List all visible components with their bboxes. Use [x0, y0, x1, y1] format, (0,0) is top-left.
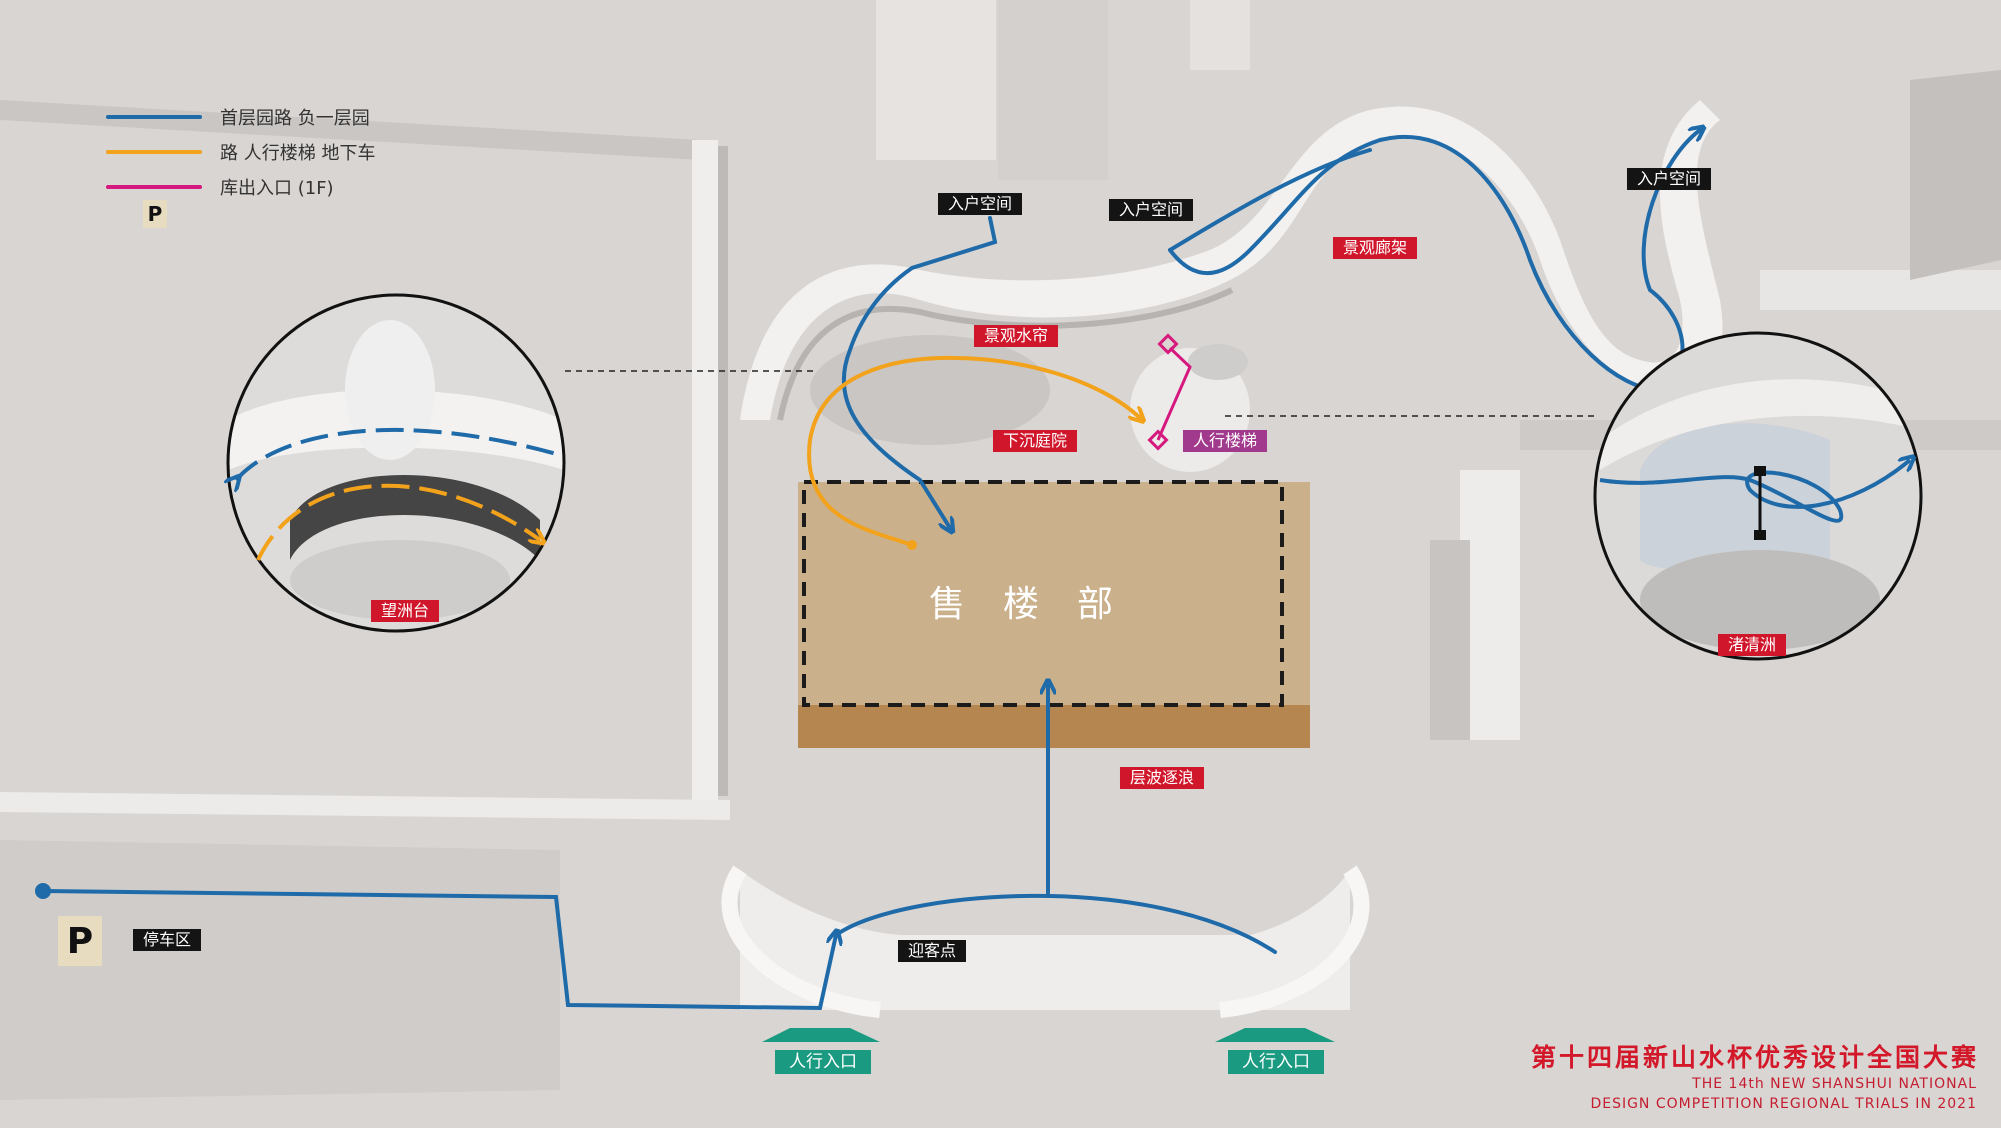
label-parking-area: 停车区: [132, 929, 202, 951]
stair-pavilion-top: [1188, 344, 1248, 380]
entrance-left-marker: [762, 1028, 880, 1042]
entrance-right-marker: [1215, 1028, 1335, 1042]
tower-block: [1190, 0, 1250, 70]
site-wall: [0, 840, 560, 1100]
label-layered-waves: 层波逐浪: [1119, 767, 1205, 789]
sunken-courtyard-floor: [810, 335, 1050, 445]
legend-line-blue: [106, 115, 202, 119]
route-stairs-start: [907, 540, 917, 550]
site-wall: [0, 792, 730, 820]
route-east-garden: [1168, 134, 1662, 392]
route-west-garden: [841, 216, 998, 528]
label-sales-office: 售楼部: [928, 584, 1152, 625]
label-entry-space-mid: 入户空间: [1108, 199, 1194, 221]
sales-office-building: [798, 482, 1310, 705]
tower-block: [876, 0, 996, 160]
label-landscape-gallery: 景观廊架: [1332, 237, 1418, 259]
legend-item-orange: 路 人行楼梯 地下车: [106, 139, 375, 165]
label-entry-space-right: 入户空间: [1626, 168, 1712, 190]
detail-circle-zhuqing: [1593, 331, 1923, 661]
parking-symbol: P: [58, 916, 102, 966]
site-wall: [718, 146, 728, 796]
legend-parking-icon: P: [143, 200, 167, 228]
legend-line-orange: [106, 150, 202, 154]
route-stair-link: [1168, 148, 1372, 252]
legend-text: 首层园路 负一层园: [220, 108, 370, 129]
east-building: [1760, 270, 2001, 310]
landscape-ribbon-shadow: [777, 287, 1234, 421]
label-zhuqing-islet: 渚清洲: [1717, 634, 1787, 656]
label-water-curtain: 景观水帘: [973, 325, 1059, 347]
label-wangzhou-platform: 望洲台: [370, 600, 440, 622]
sales-office-building-side: [798, 705, 1310, 748]
garage-exit-marker: [1147, 429, 1169, 451]
competition-subtitle-line1: THE 14th NEW SHANSHUI NATIONAL: [1692, 1076, 1977, 1092]
label-sunken-courtyard: 下沉庭院: [992, 430, 1078, 452]
route-stairs-loop: [807, 355, 1140, 547]
east-building: [1430, 540, 1470, 740]
legend-text: 库出入口 (1F): [220, 178, 334, 199]
legend-item-magenta: 库出入口 (1F): [106, 174, 334, 200]
label-welcome-point: 迎客点: [897, 940, 967, 962]
front-plaza-edge: [1219, 865, 1370, 1018]
competition-title: 第十四届新山水杯优秀设计全国大赛: [1530, 1043, 1979, 1072]
legend-line-magenta: [106, 185, 202, 189]
route-garage-exit: [1156, 346, 1192, 441]
competition-subtitle-line2: DESIGN COMPETITION REGIONAL TRIALS IN 20…: [1590, 1096, 1977, 1112]
route-parking: [41, 889, 836, 1011]
front-plaza-edge: [721, 865, 881, 1018]
route-plaza-arc: [834, 893, 1277, 954]
label-pedestrian-entrance-right: 人行入口: [1228, 1050, 1324, 1074]
east-building: [1910, 70, 2001, 280]
detail-circle-wangzhou: [228, 293, 566, 633]
parking-route-start: [35, 883, 51, 899]
front-plaza: [740, 870, 1350, 1010]
landscape-ribbon: [740, 100, 1723, 420]
tower-block: [998, 0, 1108, 180]
label-pedestrian-entrance-left: 人行入口: [775, 1050, 871, 1074]
legend-text: 路 人行楼梯 地下车: [220, 143, 376, 164]
site-wall: [692, 140, 718, 800]
garage-exit-marker: [1157, 333, 1179, 355]
label-entry-space-left: 入户空间: [937, 193, 1023, 215]
sales-office-outline: [802, 480, 1284, 707]
label-pedestrian-stairs: 人行楼梯: [1182, 430, 1268, 452]
legend-item-blue: 首层园路 负一层园: [106, 104, 370, 130]
